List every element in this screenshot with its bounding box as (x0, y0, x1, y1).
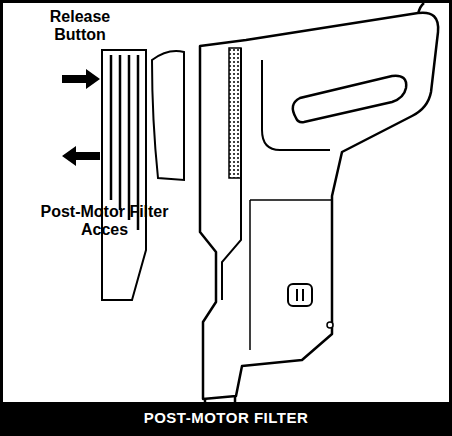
handle-grip (293, 76, 406, 122)
vacuum-body (200, 13, 438, 399)
figure-title: POST-MOTOR FILTER (144, 409, 309, 426)
exhaust-mesh (229, 48, 241, 178)
remove-arrow (62, 146, 100, 166)
switch-marks (297, 289, 303, 301)
part-label: Post-Motor Filter Acces (22, 203, 187, 239)
pleated-filter (102, 50, 146, 300)
dust-bin-seam (250, 200, 332, 350)
part-label: Release Button (30, 8, 130, 44)
latch-dot (327, 322, 333, 328)
handle-edge (262, 60, 330, 150)
title-bar: POST-MOTOR FILTER (3, 402, 449, 433)
filter-cover (152, 51, 184, 180)
insert-arrow (62, 69, 100, 89)
power-switch (288, 284, 312, 306)
housing-seam (222, 48, 241, 300)
